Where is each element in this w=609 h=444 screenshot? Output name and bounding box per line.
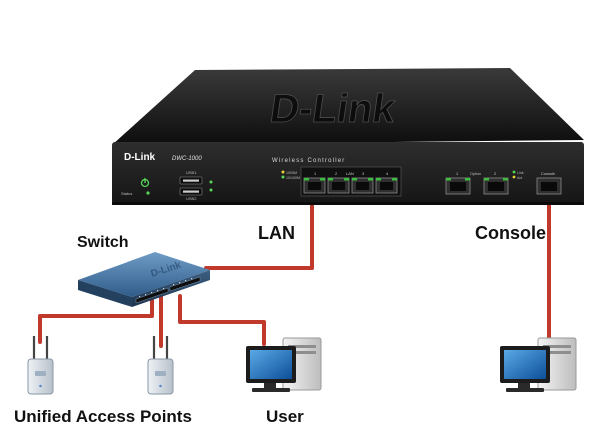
lan-legend-1000m: 1000M [286,171,297,175]
lan-port-4[interactable]: 4 [375,172,398,194]
network-switch: D-Link [78,252,210,307]
ap2-body [147,358,174,395]
console-label: Console [475,223,547,243]
link-label: Link [517,171,524,175]
controller-top-logo: D-Link [267,86,398,131]
ap1-cable [38,294,154,344]
usb2-label: USB2 [186,196,197,201]
lan-port-3-number: 3 [362,172,364,176]
lan-port-2-number: 2 [335,172,337,176]
option-port-1[interactable]: 1 [445,172,471,195]
network-cables [38,190,551,348]
console-screen [504,350,546,379]
lan-group-label: LAN [346,171,354,176]
access-points-label: Unified Access Points [14,407,192,426]
option-port-2[interactable]: 2 [483,172,509,195]
controller-brand: D-Link [124,152,156,163]
lan-port-1-number: 1 [314,172,316,176]
wireless-controller: D-Link D-Link DWC-1000 Wireless Controll… [112,68,584,205]
user-screen [250,350,292,379]
console-computer [500,337,577,392]
console-port[interactable] [536,177,562,195]
lan-ports: 1 2 3 4 [303,172,398,194]
console-port-label: Console [541,172,555,176]
controller-product-name: Wireless Controller [272,158,345,164]
status-label: Status [121,191,132,196]
lan-cable [204,190,314,270]
option-port-1-number: 1 [456,172,458,176]
switch-top [78,252,210,297]
user-label: User [266,407,304,426]
user-computer [246,337,322,392]
lan-port-3[interactable]: 3 [351,172,374,194]
option-label: Option [470,172,481,176]
ap1-body [27,358,54,395]
lan-port-4-number: 4 [386,172,388,176]
usb1-label: USB1 [186,170,197,175]
lan-port-2[interactable]: 2 [327,172,350,194]
lan-port-1[interactable]: 1 [303,172,326,194]
controller-model: DWC-1000 [172,156,202,162]
switch-port-row [135,276,201,304]
lan-label: LAN [258,223,295,243]
access-point-2 [147,336,174,395]
controller-top [112,68,584,145]
lan-legend-10-100m: 10/100M [286,176,300,180]
option-port-2-number: 2 [494,172,496,176]
switch-label: Switch [77,234,129,251]
access-point-1 [27,336,54,395]
act-label: Act [517,176,522,180]
status-led [146,191,150,195]
user-cable [178,294,266,346]
